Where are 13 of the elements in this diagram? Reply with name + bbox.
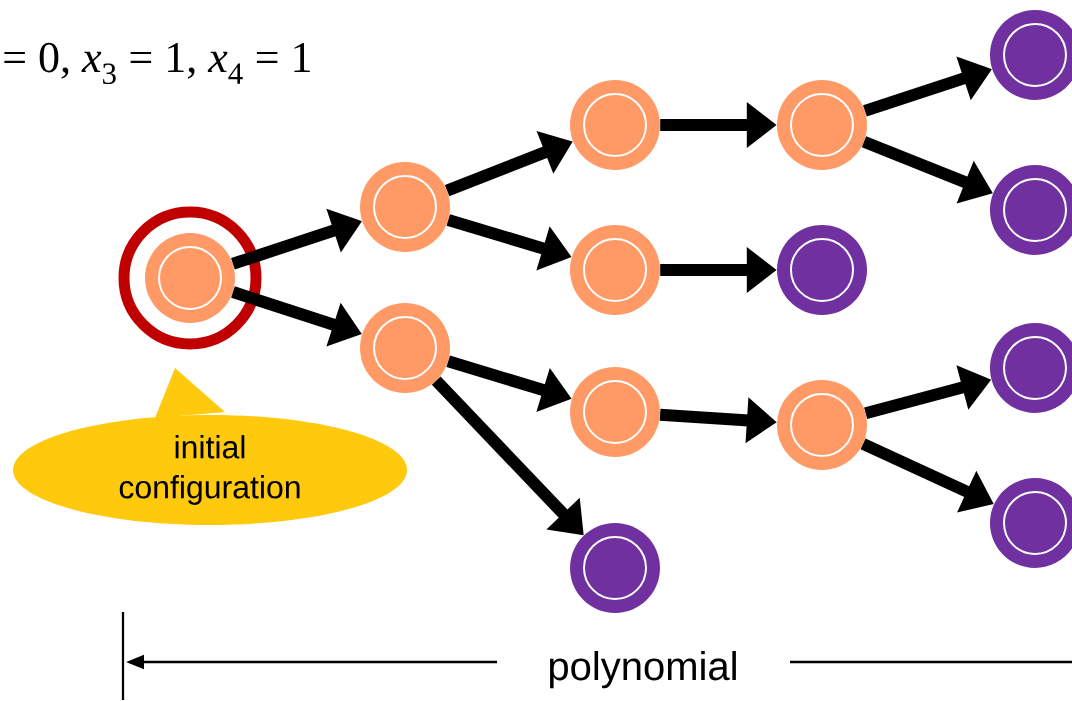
dimension-label: polynomial bbox=[549, 651, 736, 689]
state-circle bbox=[570, 225, 660, 315]
state-circle bbox=[777, 380, 867, 470]
state-circle bbox=[360, 303, 450, 393]
equation-text: = 0, x$_{3}$ = 1, x$_{4}$ = 1 bbox=[4, 42, 310, 85]
speech-bubble: initial configuration bbox=[13, 368, 407, 525]
state-circle bbox=[777, 225, 867, 315]
state-circle bbox=[570, 367, 660, 457]
highlighted-state-circle bbox=[118, 206, 262, 350]
state-circle bbox=[360, 162, 450, 252]
state-circle bbox=[777, 80, 867, 170]
state-circle bbox=[570, 523, 660, 613]
state-circle bbox=[570, 80, 660, 170]
